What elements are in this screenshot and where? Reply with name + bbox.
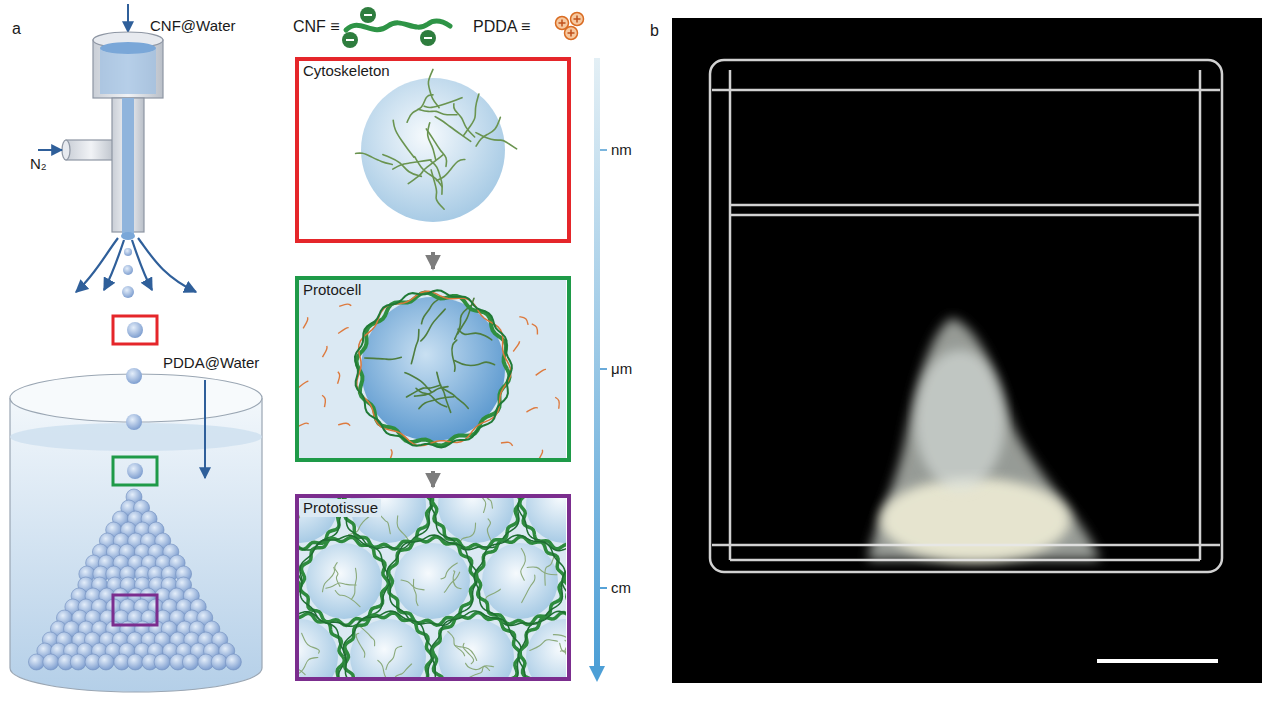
cnf-icon	[342, 7, 450, 48]
stage-title: Protocell	[300, 281, 364, 299]
legend-entry: CNF ≡	[293, 18, 340, 36]
label: b	[650, 22, 659, 40]
stage-title: Prototissue	[300, 499, 381, 517]
label: μm	[611, 360, 632, 378]
label: CNF@Water	[150, 17, 236, 35]
marker-box	[113, 457, 157, 485]
beaker	[10, 368, 262, 692]
pdda-icon	[556, 13, 584, 40]
label: nm	[611, 141, 632, 159]
stage-box: Protocell	[295, 276, 571, 462]
scale-bar	[1097, 659, 1218, 663]
marker-box	[113, 316, 157, 344]
spray-nozzle	[38, 4, 196, 298]
label: cm	[611, 579, 631, 597]
label: a	[12, 20, 21, 38]
marker-box	[113, 595, 157, 625]
process-arrow	[431, 471, 435, 487]
stage-title: Cytoskeleton	[300, 62, 393, 80]
stage-box: Prototissue	[295, 494, 571, 681]
process-arrow	[431, 252, 435, 269]
label: N₂	[30, 155, 47, 173]
legend-text: CNF ≡	[293, 18, 340, 35]
photo-panel	[672, 18, 1262, 683]
legend-entry: PDDA ≡	[473, 18, 530, 36]
scale-arrow	[589, 58, 607, 682]
stage-box: Cytoskeleton	[295, 57, 571, 243]
legend-text: PDDA ≡	[473, 18, 530, 35]
label: PDDA@Water	[163, 354, 259, 372]
